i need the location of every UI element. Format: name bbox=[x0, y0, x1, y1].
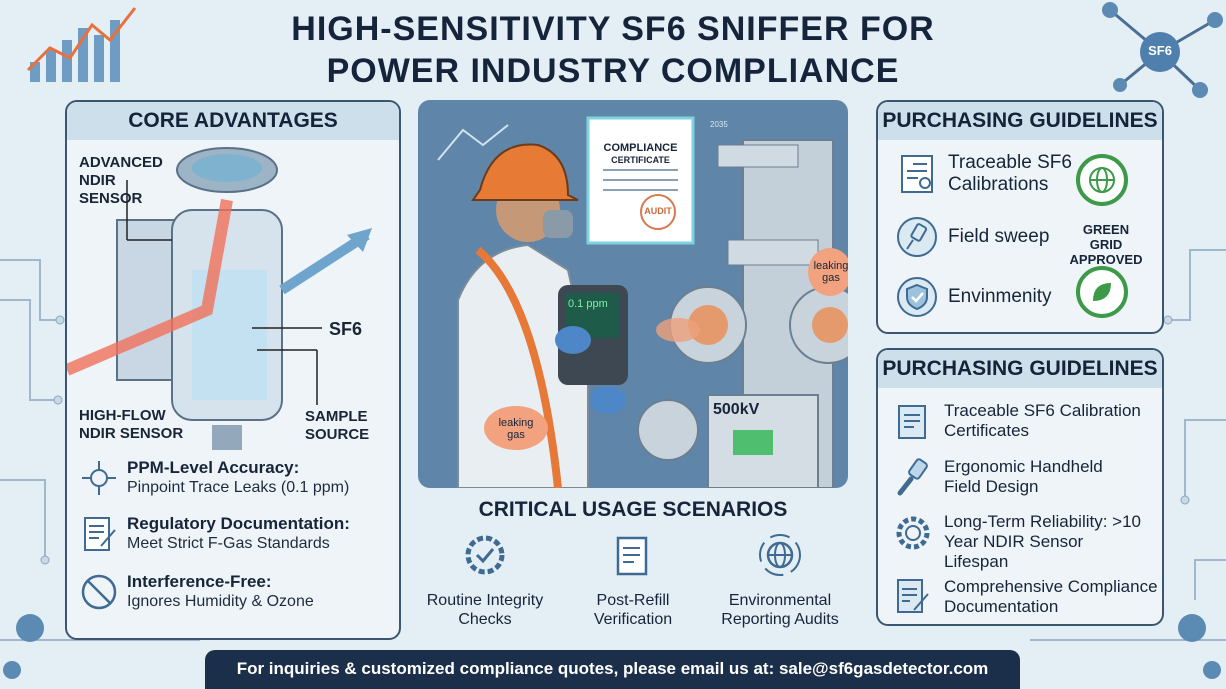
advantage-title: Interference-Free: bbox=[127, 572, 272, 591]
guideline-item: Field sweep bbox=[896, 216, 1049, 258]
sf6-molecule-decoration bbox=[1102, 2, 1223, 98]
advantage-text: Ignores Humidity & Ozone bbox=[127, 593, 314, 610]
guideline-label: Long-Term Reliability: >10 Year NDIR Sen… bbox=[944, 512, 1142, 571]
guideline-item: Traceable SF6 Calibrations bbox=[896, 152, 1078, 196]
scenario-label: Environmental Reporting Audits bbox=[721, 592, 839, 628]
guideline-item: Ergonomic Handheld Field Design bbox=[892, 456, 1114, 498]
advantage-title: PPM-Level Accuracy: bbox=[127, 458, 300, 477]
green-grid-leaf-stamp bbox=[1076, 266, 1128, 318]
core-advantages-panel: CORE ADVANTAGES ADVANCED NDIR SENSOR SF6… bbox=[65, 100, 401, 640]
no-interference-icon bbox=[81, 574, 117, 610]
gear-icon bbox=[896, 516, 930, 550]
purchasing-guidelines-panel-top: PURCHASING GUIDELINES Traceable SF6 Cali… bbox=[876, 100, 1164, 334]
globe-cycle-icon bbox=[759, 534, 801, 576]
molecule-label: SF6 bbox=[1148, 43, 1172, 58]
guideline-label: Traceable SF6 Calibration Certificates bbox=[944, 401, 1141, 440]
bar-chart-decoration bbox=[26, 7, 137, 82]
certificate-title: COMPLIANCE bbox=[603, 142, 678, 154]
advantage-text: Pinpoint Trace Leaks (0.1 ppm) bbox=[127, 479, 350, 496]
handheld-icon bbox=[897, 217, 937, 257]
scenarios-heading: CRITICAL USAGE SCENARIOS bbox=[478, 498, 788, 521]
advantage-item: Regulatory Documentation: Meet Strict F-G… bbox=[79, 514, 350, 554]
contact-footer: For inquiries & customized compliance qu… bbox=[205, 650, 1020, 689]
guideline-label: Field sweep bbox=[948, 226, 1050, 247]
technician-illustration: COMPLIANCE CERTIFICATE AUDIT 2035 0.1 pp… bbox=[418, 100, 848, 488]
page-title-line1: HIGH-SENSITIVITY SF6 SNIFFER FOR bbox=[291, 10, 935, 48]
guideline-item: Comprehensive Compliance Documentation bbox=[892, 576, 1162, 618]
green-grid-approved-badge: GREEN GRID APPROVED bbox=[1069, 222, 1143, 267]
guideline-label: Ergonomic Handheld Field Design bbox=[944, 457, 1103, 496]
label-high-flow: HIGH-FLOW NDIR SENSOR bbox=[79, 407, 184, 442]
certificate-icon bbox=[901, 155, 933, 193]
leak-label: leaking gas bbox=[813, 260, 848, 284]
scenario-item: Routine Integrity Checks bbox=[410, 532, 560, 629]
label-sf6: SF6 bbox=[329, 319, 363, 339]
label-sample-source: SAMPLE SOURCE bbox=[305, 408, 370, 443]
globe-icon bbox=[1089, 167, 1115, 193]
guidelines-heading: PURCHASING GUIDELINES bbox=[878, 102, 1162, 140]
scenario-label: Routine Integrity Checks bbox=[426, 592, 544, 628]
guideline-label: Envinmenity bbox=[948, 286, 1052, 307]
shield-check-icon bbox=[897, 277, 937, 317]
scenario-item: Environmental Reporting Audits bbox=[705, 532, 855, 629]
document-pen-icon bbox=[897, 579, 929, 613]
advantage-item: Interference-Free: Ignores Humidity & Ozo… bbox=[79, 572, 314, 612]
guidelines-heading: PURCHASING GUIDELINES bbox=[878, 350, 1162, 388]
core-advantages-heading: CORE ADVANTAGES bbox=[67, 102, 399, 140]
guideline-label: Comprehensive Compliance Documentation bbox=[944, 577, 1158, 616]
leak-label: leaking gas bbox=[498, 417, 534, 441]
gear-check-icon bbox=[465, 535, 505, 575]
page-title-line2: POWER INDUSTRY COMPLIANCE bbox=[326, 52, 900, 90]
advantage-item: PPM-Level Accuracy: Pinpoint Trace Leaks … bbox=[79, 458, 349, 498]
label-advanced-ndir: ADVANCED NDIR SENSOR bbox=[79, 154, 163, 207]
advantage-text: Meet Strict F-Gas Standards bbox=[127, 535, 330, 552]
guideline-item: Envinmenity bbox=[896, 276, 1052, 318]
guideline-item: Long-Term Reliability: >10 Year NDIR Sen… bbox=[892, 512, 1144, 572]
certificate-subtitle: CERTIFICATE bbox=[611, 155, 670, 165]
advantage-title: Regulatory Documentation: bbox=[127, 514, 350, 533]
guideline-label: Traceable SF6 Calibrations bbox=[948, 152, 1072, 195]
purchasing-guidelines-panel-bottom: PURCHASING GUIDELINES Traceable SF6 Cali… bbox=[876, 348, 1164, 626]
voltage-label: 500kV bbox=[713, 401, 760, 418]
scenario-label: Post-Refill Verification bbox=[593, 592, 673, 628]
leaf-icon bbox=[1093, 283, 1111, 301]
scenario-item: Post-Refill Verification bbox=[558, 532, 708, 629]
green-grid-globe-stamp bbox=[1076, 154, 1128, 206]
guideline-item: Traceable SF6 Calibration Certificates bbox=[892, 400, 1159, 442]
molecule-icon bbox=[82, 461, 116, 495]
handheld-icon bbox=[897, 458, 928, 496]
year-badge: 2035 bbox=[710, 120, 728, 129]
audit-stamp: AUDIT bbox=[644, 206, 672, 216]
clipboard-icon bbox=[898, 405, 926, 439]
detector-reading: 0.1 ppm bbox=[568, 298, 608, 310]
ndir-sensor-illustration bbox=[67, 147, 372, 450]
document-pen-icon bbox=[84, 517, 116, 551]
clipboard-check-icon bbox=[616, 536, 648, 576]
